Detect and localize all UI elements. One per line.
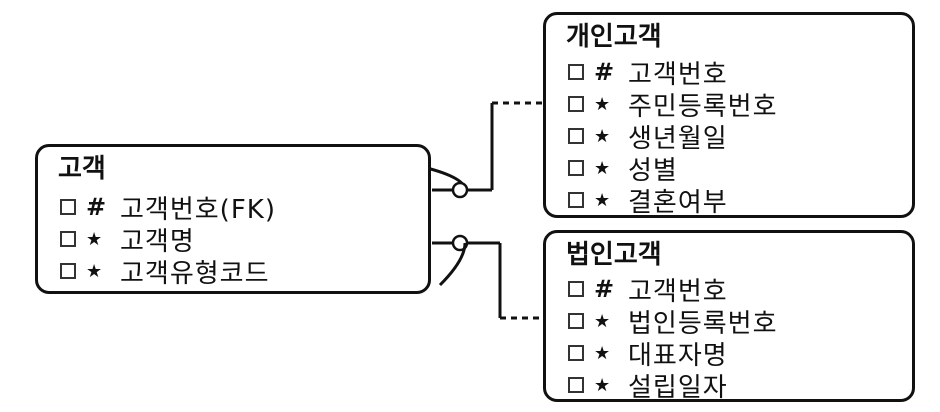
attribute-row: ★ 설립일자 <box>568 369 728 403</box>
attribute-name: 결혼여부 <box>628 187 728 218</box>
mandatory-marker: ★ <box>594 93 611 115</box>
attribute-name: 법인등록번호 <box>628 308 778 339</box>
checkbox-icon <box>568 377 584 393</box>
mandatory-marker: ★ <box>594 342 611 364</box>
mandatory-marker: ★ <box>594 374 611 396</box>
attribute-row: # 고객번호 <box>568 273 728 307</box>
mandatory-marker: ★ <box>594 157 611 179</box>
checkbox-icon <box>60 199 76 215</box>
checkbox-icon <box>568 345 584 361</box>
entity-title: 개인고객 <box>566 22 662 52</box>
mandatory-marker: ★ <box>594 189 611 211</box>
entity-title: 법인고객 <box>566 240 662 270</box>
entity-customer[interactable]: 고객 # 고객번호(FK) ★ 고객명 ★ 고객유형코드 <box>35 144 431 294</box>
circle-marker-upper <box>451 181 469 199</box>
attribute-name: 고객번호 <box>628 59 728 90</box>
checkbox-icon <box>60 263 76 279</box>
checkbox-icon <box>60 231 76 247</box>
checkbox-icon <box>568 281 584 297</box>
attribute-row: ★ 대표자명 <box>568 337 728 371</box>
attribute-row: # 고객번호 <box>568 56 728 90</box>
attribute-row: ★ 고객명 <box>60 223 195 257</box>
mandatory-marker: ★ <box>86 260 103 282</box>
attribute-row: ★ 생년월일 <box>568 120 728 154</box>
identifier-marker: # <box>86 193 107 221</box>
identifier-marker: # <box>594 275 615 303</box>
mandatory-marker: ★ <box>86 228 103 250</box>
checkbox-icon <box>568 96 584 112</box>
arc-lower-line <box>438 242 467 287</box>
attribute-row: ★ 성별 <box>568 152 678 186</box>
attribute-name: 대표자명 <box>628 340 728 371</box>
attribute-row: ★ 법인등록번호 <box>568 305 778 339</box>
attribute-name: 주민등록번호 <box>628 91 778 122</box>
attribute-row: ★ 결혼여부 <box>568 184 728 218</box>
entity-corporate-customer[interactable]: 법인고객 # 고객번호 ★ 법인등록번호 ★ 대표자명 ★ 설립일자 <box>543 230 915 403</box>
relationship-customer-individual <box>426 101 545 199</box>
attribute-row: ★ 주민등록번호 <box>568 88 778 122</box>
attribute-name: 설립일자 <box>628 372 728 403</box>
checkbox-icon <box>568 192 584 208</box>
checkbox-icon <box>568 313 584 329</box>
attribute-name: 성별 <box>628 155 678 186</box>
attribute-name: 고객번호(FK) <box>120 194 276 225</box>
identifier-marker: # <box>594 58 615 86</box>
relationship-customer-corporate <box>432 234 545 320</box>
checkbox-icon <box>568 160 584 176</box>
attribute-row: # 고객번호(FK) <box>60 191 276 225</box>
checkbox-icon <box>568 128 584 144</box>
checkbox-icon <box>568 64 584 80</box>
attribute-name: 고객유형코드 <box>120 258 270 289</box>
attribute-row: ★ 고객유형코드 <box>60 255 270 289</box>
attribute-name: 고객번호 <box>628 276 728 307</box>
entity-title: 고객 <box>58 154 106 184</box>
attribute-name: 고객명 <box>120 226 195 257</box>
mandatory-marker: ★ <box>594 125 611 147</box>
attribute-name: 생년월일 <box>628 123 728 154</box>
entity-individual-customer[interactable]: 개인고객 # 고객번호 ★ 주민등록번호 ★ 생년월일 ★ 성별 ★ 결혼여부 <box>543 12 915 218</box>
mandatory-marker: ★ <box>594 310 611 332</box>
